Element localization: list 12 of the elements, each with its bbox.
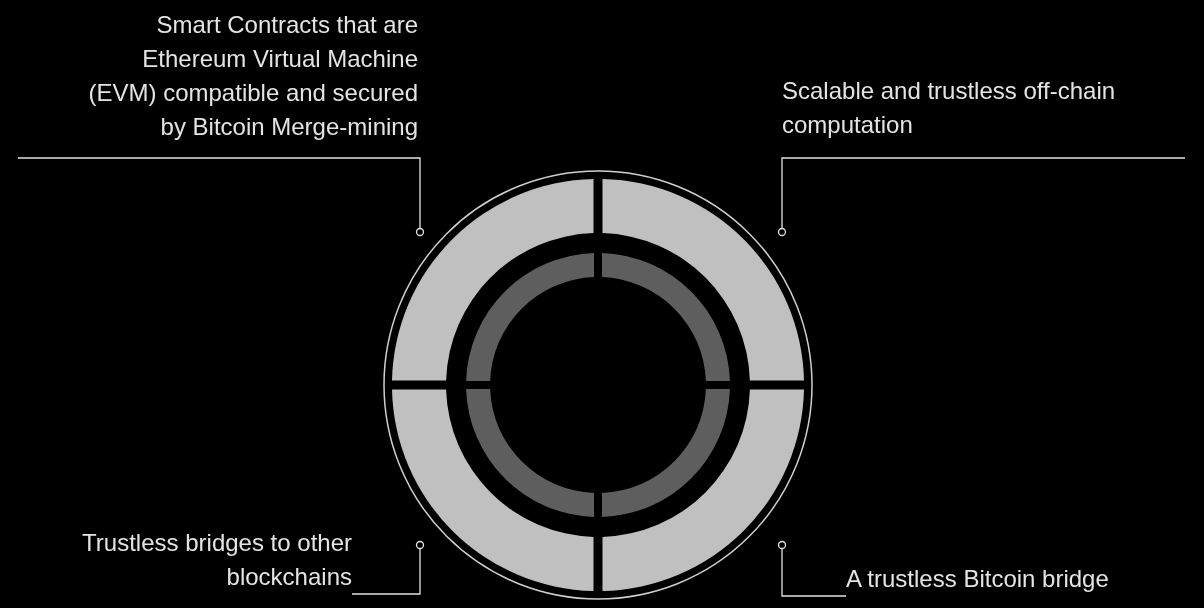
ring-segment — [602, 179, 804, 381]
callout-text: Smart Contracts that are Ethereum Virtual Machine (EVM) compatible and secured by Bitcoin Merge-mining — [87, 10, 418, 142]
leader-line — [777, 540, 847, 597]
callout-text: Scalable and trustless off-chain computation — [782, 76, 1117, 140]
callout-text: A trustless Bitcoin bridge — [846, 564, 1110, 594]
ring-segment — [392, 179, 594, 381]
ring-segment — [602, 389, 804, 591]
ring-segment — [392, 389, 594, 591]
leader-line — [17, 157, 425, 237]
callout-text: Trustless bridges to other blockchains — [81, 528, 352, 592]
leader-line — [351, 540, 425, 595]
leader-line — [777, 157, 1186, 237]
